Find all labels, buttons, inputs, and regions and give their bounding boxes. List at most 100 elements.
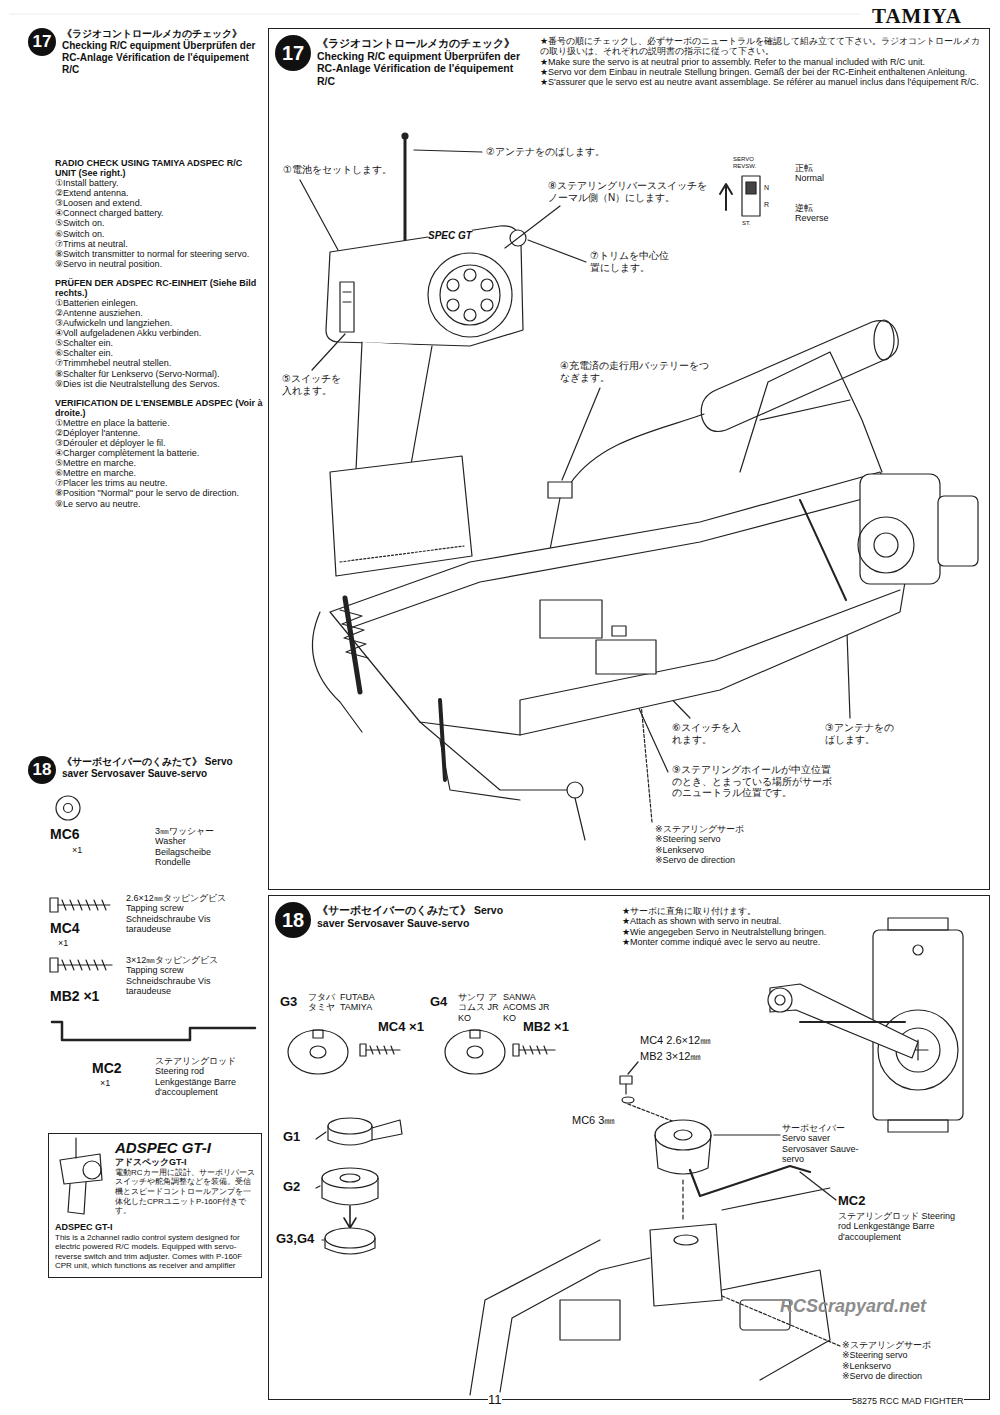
callout-text: ST.	[742, 220, 751, 227]
label-group: SERVO REVSW.	[733, 156, 771, 170]
callout-text: ⑤スイッチを入れます。	[282, 373, 346, 396]
instruction-item: ①Batterien einlegen.	[55, 298, 138, 308]
instruction-item: ①Install battery.	[55, 178, 118, 188]
callout-text: ★Make sure the servo is at neutral prior…	[540, 57, 925, 67]
step-badge: 17《ラジオコントロールメカのチェック》 Checking R/C equipm…	[28, 28, 264, 76]
label-group: SPEC GT	[428, 230, 488, 242]
label-group: MB2 ×1	[50, 988, 125, 1004]
step-number: 18	[282, 909, 304, 932]
label-group: R	[764, 201, 774, 209]
label-group: ステアリングロッド Steering rod Lenkgestänge Barr…	[838, 1211, 958, 1242]
callout-text: SANWA ACOMS JR KO	[503, 992, 553, 1023]
callout-text: フタバ タミヤ	[308, 992, 338, 1013]
label-group: 2.6×12㎜タッピングビス Tapping screw Schneidschr…	[126, 893, 238, 934]
step-badge: 17	[275, 35, 311, 71]
instruction-item: ②Antenne ausziehen.	[55, 308, 143, 318]
section-heading: VERIFICATION DE L'ENSEMBLE ADSPEC (Voir …	[55, 398, 263, 418]
step-heading: 《ラジオコントロールメカのチェック》 Checking R/C equipmen…	[62, 28, 258, 76]
callout-text: サーボセイバー Servo saver Servosaver Sauve-ser…	[782, 1123, 864, 1164]
instruction-item: ⑧Position "Normal" pour le servo de dire…	[55, 488, 239, 498]
callout-text: 58275 RCC MAD FIGHTER	[852, 1396, 964, 1406]
instruction-item: ④Charger complètement la batterie.	[55, 448, 199, 458]
label-group: RCScrapyard.net	[780, 1296, 970, 1317]
label-group: 58275 RCC MAD FIGHTER	[852, 1396, 992, 1406]
step-panel: 《サーボセイバーのくみたて》 Servo saver Servosaver Sa…	[268, 895, 990, 1400]
callout-text: ★Wie angegeben Servo in Neutralstellung …	[622, 927, 826, 937]
product-note: アドスペックGT-I	[115, 1157, 255, 1168]
label-group: 3㎜ワッシャー Washer Beilagscheibe Rondelle	[155, 826, 227, 867]
callout-text: ×1	[100, 1078, 110, 1088]
label-group: MB2 3×12㎜	[640, 1050, 750, 1063]
callout-text: ※Steering servo	[842, 1350, 908, 1360]
step-heading: 《サーボセイバーのくみたて》 Servo saver Servosaver Sa…	[62, 756, 258, 780]
part-code: G3,G4	[276, 1232, 314, 1247]
instruction-item: ⑨Servo in neutral position.	[55, 259, 162, 269]
callout-text: 2.6×12㎜タッピングビス Tapping screw Schneidschr…	[126, 893, 238, 934]
callout-text: ②アンテナをのばします。	[486, 146, 605, 158]
callout-text: ※Servo de direction	[842, 1371, 922, 1381]
brand-logo: TAMIYA	[872, 4, 962, 28]
section-heading: PRÜFEN DER ADSPEC RC-EINHEIT (Siehe Bild…	[55, 278, 263, 298]
label-group: MC4 ×1	[378, 1020, 448, 1035]
callout-text: ステアリングロッド Steering rod Lenkgestänge Barr…	[155, 1056, 263, 1097]
product-note: This is a 2channel radio control system …	[55, 1233, 255, 1271]
callout-text: ※ステアリングサーボ	[655, 824, 744, 834]
section-heading: RADIO CHECK USING TAMIYA ADSPEC R/C UNIT…	[55, 158, 263, 178]
instruction-item: ⑤Switch on.	[55, 218, 105, 228]
part-code: MC2	[92, 1060, 122, 1076]
part-code: MC4	[50, 920, 80, 936]
instruction-item: ③Loosen and extend.	[55, 198, 142, 208]
instruction-item: ⑥Mettre en marche.	[55, 468, 136, 478]
label-group: ★番号の順にチェックし、必ずサーボのニュートラルを確認して組み立てて下さい。ラジ…	[540, 36, 985, 88]
callout-text: ⑧ステアリングリバーススイッチをノーマル側（N）にします。	[548, 180, 716, 203]
label-group: ×1	[72, 845, 97, 855]
callout-text: 3×12㎜タッピングビス Tapping screw Schneidschrau…	[126, 955, 238, 996]
instruction-item: ④Connect charged battery.	[55, 208, 163, 218]
callout-text: ステアリングロッド Steering rod Lenkgestänge Barr…	[838, 1211, 958, 1242]
instruction-item: ⑨Le servo au neutre.	[55, 499, 141, 509]
part-code: MB2 ×1	[523, 1020, 569, 1035]
part-code: G2	[283, 1180, 300, 1195]
label-group: フタバ タミヤ	[308, 992, 338, 1013]
callout-text: SERVO REVSW.	[733, 156, 771, 170]
label-group: PRÜFEN DER ADSPEC RC-EINHEIT (Siehe Bild…	[55, 278, 263, 389]
label-group: ×1	[58, 938, 83, 948]
callout-text: ※ステアリングサーボ	[842, 1340, 931, 1350]
callout-text: ※Lenkservo	[655, 845, 704, 855]
instruction-item: ⑤Mettre en marche.	[55, 458, 136, 468]
callout-text: ※Servo de direction	[655, 855, 735, 865]
part-code: MC4 ×1	[378, 1020, 424, 1035]
callout-text: 逆転 Reverse	[795, 203, 845, 224]
callout-text: 3㎜ワッシャー Washer Beilagscheibe Rondelle	[155, 826, 227, 867]
label-group: MC4	[50, 920, 95, 936]
callout-text: N	[764, 184, 769, 192]
part-code: G3	[280, 995, 297, 1010]
label-group: MC6	[50, 826, 95, 842]
step-badge: 18	[275, 902, 311, 938]
callout-text: ③アンテナをのばします。	[825, 722, 897, 745]
step-panel: 《ラジオコントロールメカのチェック》 Checking R/C equipmen…	[268, 28, 990, 890]
label-group: ST.	[742, 220, 762, 227]
label-group: RADIO CHECK USING TAMIYA ADSPEC R/C UNIT…	[55, 158, 263, 269]
label-group: MC2	[838, 1194, 883, 1209]
label-group: サーボセイバー Servo saver Servosaver Sauve-ser…	[782, 1123, 864, 1164]
callout-text: FUTABA TAMIYA	[340, 992, 392, 1013]
instruction-item: ③Aufwickeln und langziehen.	[55, 318, 172, 328]
callout-text: ★Servo vor dem Einbau in neutrale Stellu…	[540, 67, 967, 77]
info-box: ADSPEC GT-IアドスペックGT-I電動RCカー用に設計、サーボリバースス…	[48, 1133, 262, 1278]
label-group: ⑥スイッチを入れます。	[672, 722, 744, 745]
instruction-item: ⑦Placer les trims au neutre.	[55, 478, 168, 488]
label-group: N	[764, 184, 774, 192]
instruction-item: ⑦Trimmhebel neutral stellen.	[55, 358, 171, 368]
label-group: ③アンテナをのばします。	[825, 722, 897, 745]
callout-text: 正転 Normal	[795, 163, 840, 184]
label-group: MC6 3㎜	[572, 1114, 634, 1127]
callout-text: ⑥スイッチを入れます。	[672, 722, 744, 745]
label-group: ⑨ステアリングホイールが中立位置のとき、とまっている場所がサーボのニュートラル位…	[672, 764, 840, 799]
label-group: ※ステアリングサーボ※Steering servo※Lenkservo※Serv…	[655, 824, 805, 865]
label-group: FUTABA TAMIYA	[340, 992, 392, 1013]
product-note: ADSPEC GT-I	[115, 1139, 255, 1157]
part-code: MC2	[838, 1194, 865, 1209]
label-group: MC2	[92, 1060, 137, 1076]
instruction-item: ⑧Switch transmitter to normal for steeri…	[55, 249, 249, 259]
